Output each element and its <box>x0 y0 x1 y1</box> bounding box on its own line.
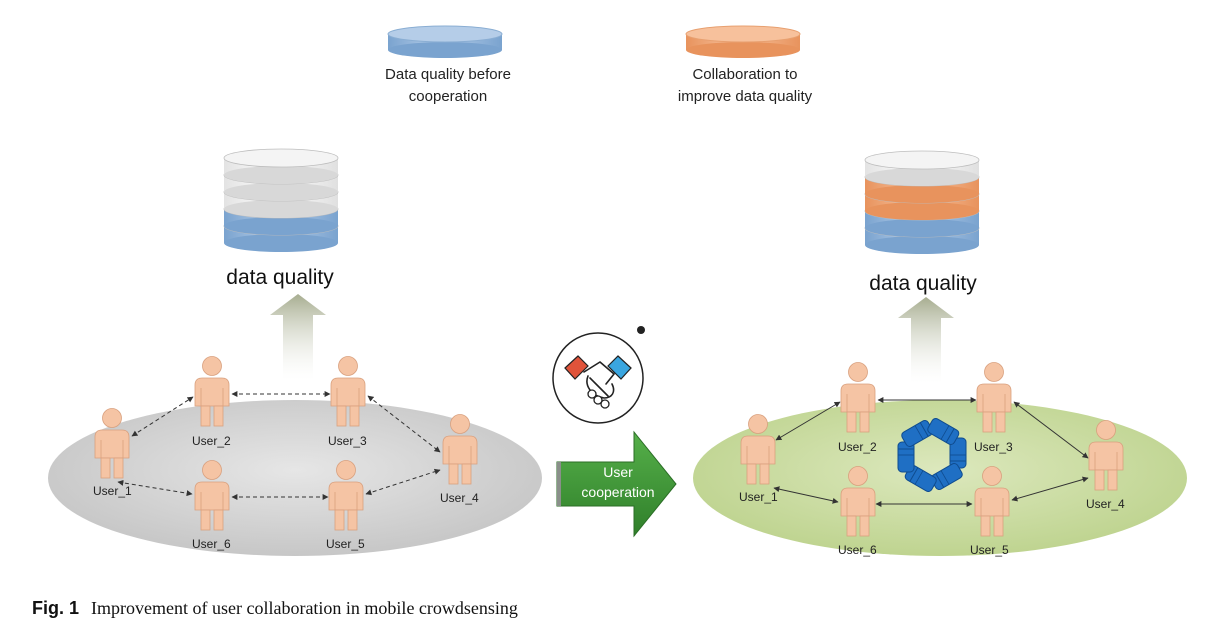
left-user-5-label: User_5 <box>326 537 365 551</box>
left-user-1-label: User_1 <box>93 484 132 498</box>
user-figure <box>194 460 230 531</box>
user-figure <box>840 362 876 433</box>
left-data-quality-title: data quality <box>226 266 334 289</box>
hand-segment <box>930 463 963 490</box>
user-figure <box>974 466 1010 537</box>
right-user-4-label: User_4 <box>1086 497 1125 511</box>
db-layer-bottom <box>865 185 979 203</box>
user-figure <box>840 466 876 537</box>
legend-after-label: Collaboration to improve data quality <box>650 64 840 108</box>
db-layer-bottom <box>224 217 338 235</box>
db-layer-bottom <box>224 166 338 184</box>
user-figure <box>330 356 366 427</box>
left-user-6-label: User_6 <box>192 537 231 551</box>
left-user-4-label: User_4 <box>440 491 479 505</box>
db-layer-bottom <box>224 234 338 252</box>
legend-before-line1: Data quality before <box>385 66 511 83</box>
left-database-stack <box>223 148 339 252</box>
handshake-icon <box>552 326 645 424</box>
right-user-5-label: User_5 <box>970 543 1009 557</box>
hand-segment <box>927 418 960 445</box>
figure-caption: Fig. 1 Improvement of user collaboration … <box>32 598 518 619</box>
user-figure <box>740 414 776 485</box>
db-layer-bottom <box>224 200 338 218</box>
user-cooperation-line1: User <box>603 464 633 480</box>
user-cooperation-arrow <box>556 430 677 538</box>
right-user-1-label: User_1 <box>739 490 778 504</box>
figure-number: Fig. 1 <box>32 598 80 618</box>
right-user-6-label: User_6 <box>838 543 877 557</box>
db-layer-bottom <box>865 168 979 186</box>
user-figure <box>976 362 1012 433</box>
right-connections <box>773 397 1089 507</box>
legend-disk-after <box>685 25 801 58</box>
left-user-3-label: User_3 <box>328 434 367 448</box>
right-data-quality-title: data quality <box>869 272 977 295</box>
legend-after-line1: Collaboration to <box>692 66 798 83</box>
user-figure <box>94 408 130 479</box>
right-database-stack <box>864 150 980 254</box>
db-layer-top <box>864 150 980 170</box>
right-up-arrow <box>898 297 954 383</box>
user-figure <box>1088 420 1124 491</box>
left-user-2-label: User_2 <box>192 434 231 448</box>
user-figure <box>442 414 478 485</box>
db-layer-bottom <box>224 183 338 201</box>
db-layer-bottom <box>865 202 979 220</box>
db-layer-bottom <box>865 219 979 237</box>
figure-caption-text: Improvement of user collaboration in mob… <box>91 598 518 618</box>
legend-disk-before <box>387 25 503 58</box>
legend-before-label: Data quality before cooperation <box>358 64 538 108</box>
hands-ring-icon <box>897 418 967 492</box>
right-user-2-label: User_2 <box>838 440 877 454</box>
db-layer-bottom <box>865 236 979 254</box>
user-figure <box>328 460 364 531</box>
db-layer-top <box>223 148 339 168</box>
right-user-3-label: User_3 <box>974 440 1013 454</box>
legend-after-line2: improve data quality <box>677 88 813 105</box>
hand-segment <box>901 420 934 447</box>
arrow-shadow-edge <box>557 462 561 506</box>
left-connections <box>117 391 441 500</box>
legend-before-line2: cooperation <box>408 88 488 105</box>
user-figures <box>94 356 1124 537</box>
user-cooperation-label: User cooperation <box>560 462 676 502</box>
user-figure <box>194 356 230 427</box>
user-cooperation-line2: cooperation <box>581 484 655 500</box>
left-up-arrow <box>270 294 326 380</box>
hand-segment <box>949 437 967 469</box>
